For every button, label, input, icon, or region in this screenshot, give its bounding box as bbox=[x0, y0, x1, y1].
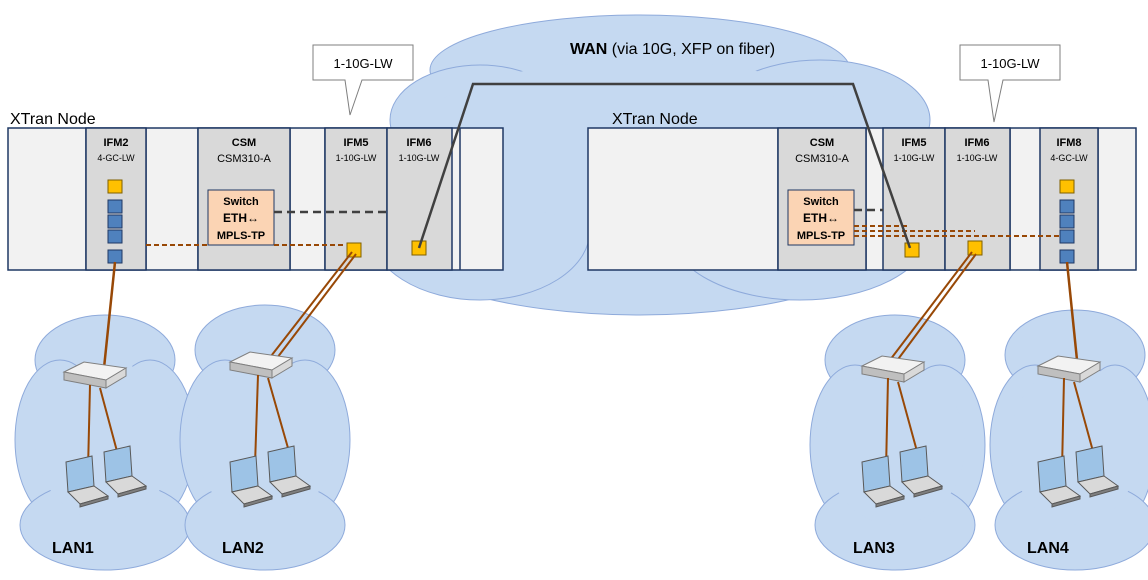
wan-fiber-link bbox=[417, 82, 912, 249]
lan1-cloud bbox=[14, 314, 196, 571]
left-card-ifm2-name: IFM2 bbox=[103, 137, 128, 149]
right-card-ifm6-type: 1-10G-LW bbox=[957, 153, 998, 163]
port-icon[interactable] bbox=[1059, 229, 1075, 244]
lan2-uplink-a bbox=[267, 251, 353, 361]
lan3-cloud bbox=[809, 314, 986, 571]
left-card-ifm6-name: IFM6 bbox=[406, 137, 431, 149]
lan4-cable-a bbox=[1061, 377, 1065, 471]
lan3-label: LAN3 bbox=[853, 540, 895, 557]
left-card-ifm6-type: 1-10G-LW bbox=[399, 153, 440, 163]
port-icon[interactable] bbox=[1059, 249, 1075, 264]
left-switch-line3: MPLS-TP bbox=[217, 230, 265, 242]
port-icon[interactable] bbox=[107, 214, 123, 229]
lan1-uplink bbox=[102, 261, 117, 369]
right-switch-line3: MPLS-TP bbox=[797, 230, 845, 242]
right-node-label: XTran Node bbox=[612, 111, 698, 128]
right-switch-line2: ETH↔ bbox=[803, 211, 839, 225]
port-icon[interactable] bbox=[107, 249, 123, 264]
port-icon[interactable] bbox=[1059, 214, 1075, 229]
left-callout: 1-10G-LW bbox=[312, 44, 414, 116]
port-icon[interactable] bbox=[1059, 199, 1075, 214]
lan2-cable-b bbox=[267, 377, 291, 456]
lan4-label: LAN4 bbox=[1027, 540, 1069, 557]
wan-title-bold: WAN bbox=[570, 41, 607, 58]
lan1-cable-b bbox=[99, 387, 119, 456]
lan1-cable-a bbox=[87, 384, 91, 471]
right-card-ifm5-name: IFM5 bbox=[901, 137, 926, 149]
lan3-uplink-a bbox=[889, 251, 973, 361]
right-card-ifm8[interactable] bbox=[1039, 127, 1099, 271]
left-switch-line2: ETH↔ bbox=[223, 211, 259, 225]
lan3-cable-b bbox=[897, 381, 919, 456]
right-callout: 1-10G-LW bbox=[959, 44, 1061, 123]
wan-title: WAN (via 10G, XFP on fiber) bbox=[570, 41, 775, 58]
lan4-uplink bbox=[1065, 261, 1079, 361]
left-card-csm-name: CSM bbox=[232, 137, 256, 149]
right-card-ifm8-name: IFM8 bbox=[1056, 137, 1081, 149]
left-card-csm-type: CSM310-A bbox=[217, 153, 271, 165]
lan2-label: LAN2 bbox=[222, 540, 264, 557]
lan3-uplink-b bbox=[895, 253, 977, 363]
left-ifm2-ports bbox=[107, 179, 123, 264]
left-callout-text: 1-10G-LW bbox=[334, 56, 394, 71]
lan2-uplink-b bbox=[273, 253, 357, 363]
left-switch-box bbox=[207, 189, 275, 246]
lan2-cloud bbox=[179, 304, 351, 571]
right-card-ifm6-name: IFM6 bbox=[964, 137, 989, 149]
port-icon[interactable] bbox=[1059, 179, 1075, 194]
port-icon[interactable] bbox=[107, 199, 123, 214]
lan4-cable-b bbox=[1073, 381, 1095, 456]
left-switch-line1: Switch bbox=[223, 196, 259, 208]
lan3-cable-a bbox=[885, 377, 889, 471]
wan-title-rest: (via 10G, XFP on fiber) bbox=[607, 41, 775, 58]
left-card-ifm5-name: IFM5 bbox=[343, 137, 368, 149]
left-card-ifm2[interactable] bbox=[85, 127, 147, 271]
lan1-label: LAN1 bbox=[52, 540, 94, 557]
port-icon[interactable] bbox=[107, 229, 123, 244]
port-icon[interactable] bbox=[107, 179, 123, 194]
right-card-csm-name: CSM bbox=[810, 137, 834, 149]
left-node-label: XTran Node bbox=[10, 111, 96, 128]
left-card-ifm5-type: 1-10G-LW bbox=[336, 153, 377, 163]
right-card-csm-type: CSM310-A bbox=[795, 153, 849, 165]
left-card-ifm2-type: 4-GC-LW bbox=[97, 153, 135, 163]
right-card-ifm5-type: 1-10G-LW bbox=[894, 153, 935, 163]
right-switch-line1: Switch bbox=[803, 196, 839, 208]
lan4-cloud bbox=[989, 309, 1148, 571]
lan2-cable-a bbox=[254, 374, 259, 466]
right-ifm5-port-icon[interactable] bbox=[904, 242, 920, 258]
right-card-ifm8-type: 4-GC-LW bbox=[1050, 153, 1088, 163]
right-switch-box bbox=[787, 189, 855, 246]
right-callout-text: 1-10G-LW bbox=[981, 56, 1041, 71]
right-ifm8-ports bbox=[1059, 179, 1075, 264]
